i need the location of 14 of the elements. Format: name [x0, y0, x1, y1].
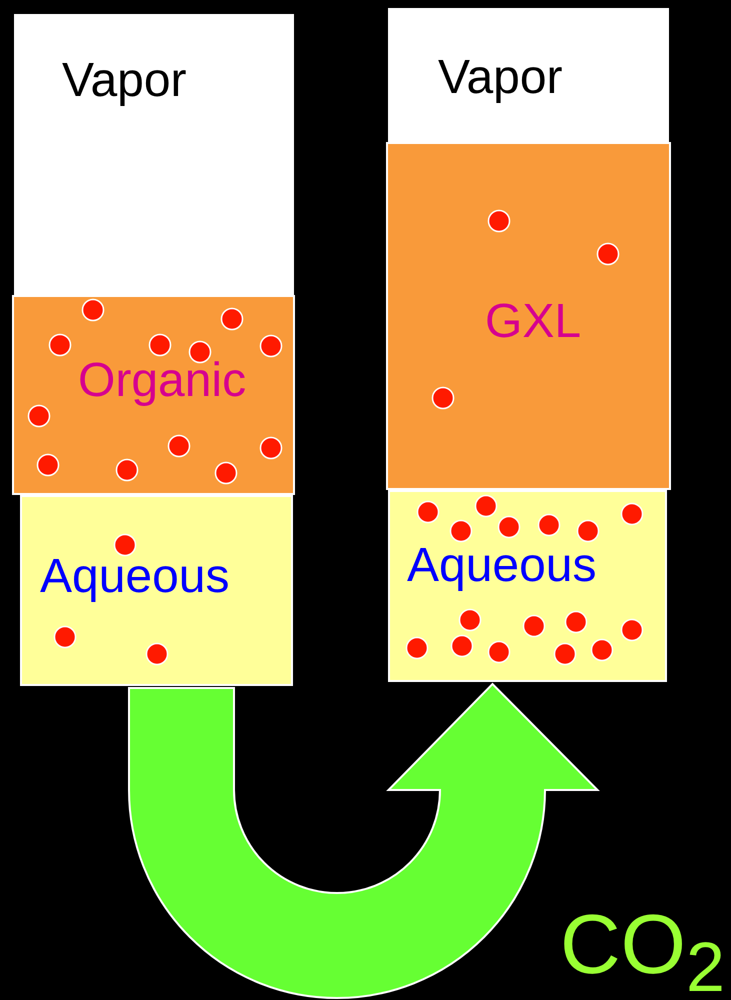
phase-layer [388, 490, 667, 682]
phase-layer [12, 295, 295, 495]
phase-label: Aqueous [407, 542, 596, 590]
phase-layer [386, 142, 671, 490]
phase-label: Aqueous [40, 553, 230, 601]
phase-label: Vapor [62, 57, 187, 105]
curved-arrow [128, 683, 598, 999]
phase-label: Vapor [438, 54, 563, 102]
phase-layer [388, 8, 669, 142]
formula-label: CO$_{2}$ [560, 902, 725, 1000]
phase-label: GXL [485, 298, 582, 346]
phase-layer [20, 495, 293, 686]
phase-label: Organic [78, 357, 246, 405]
phase-layer [14, 14, 294, 295]
